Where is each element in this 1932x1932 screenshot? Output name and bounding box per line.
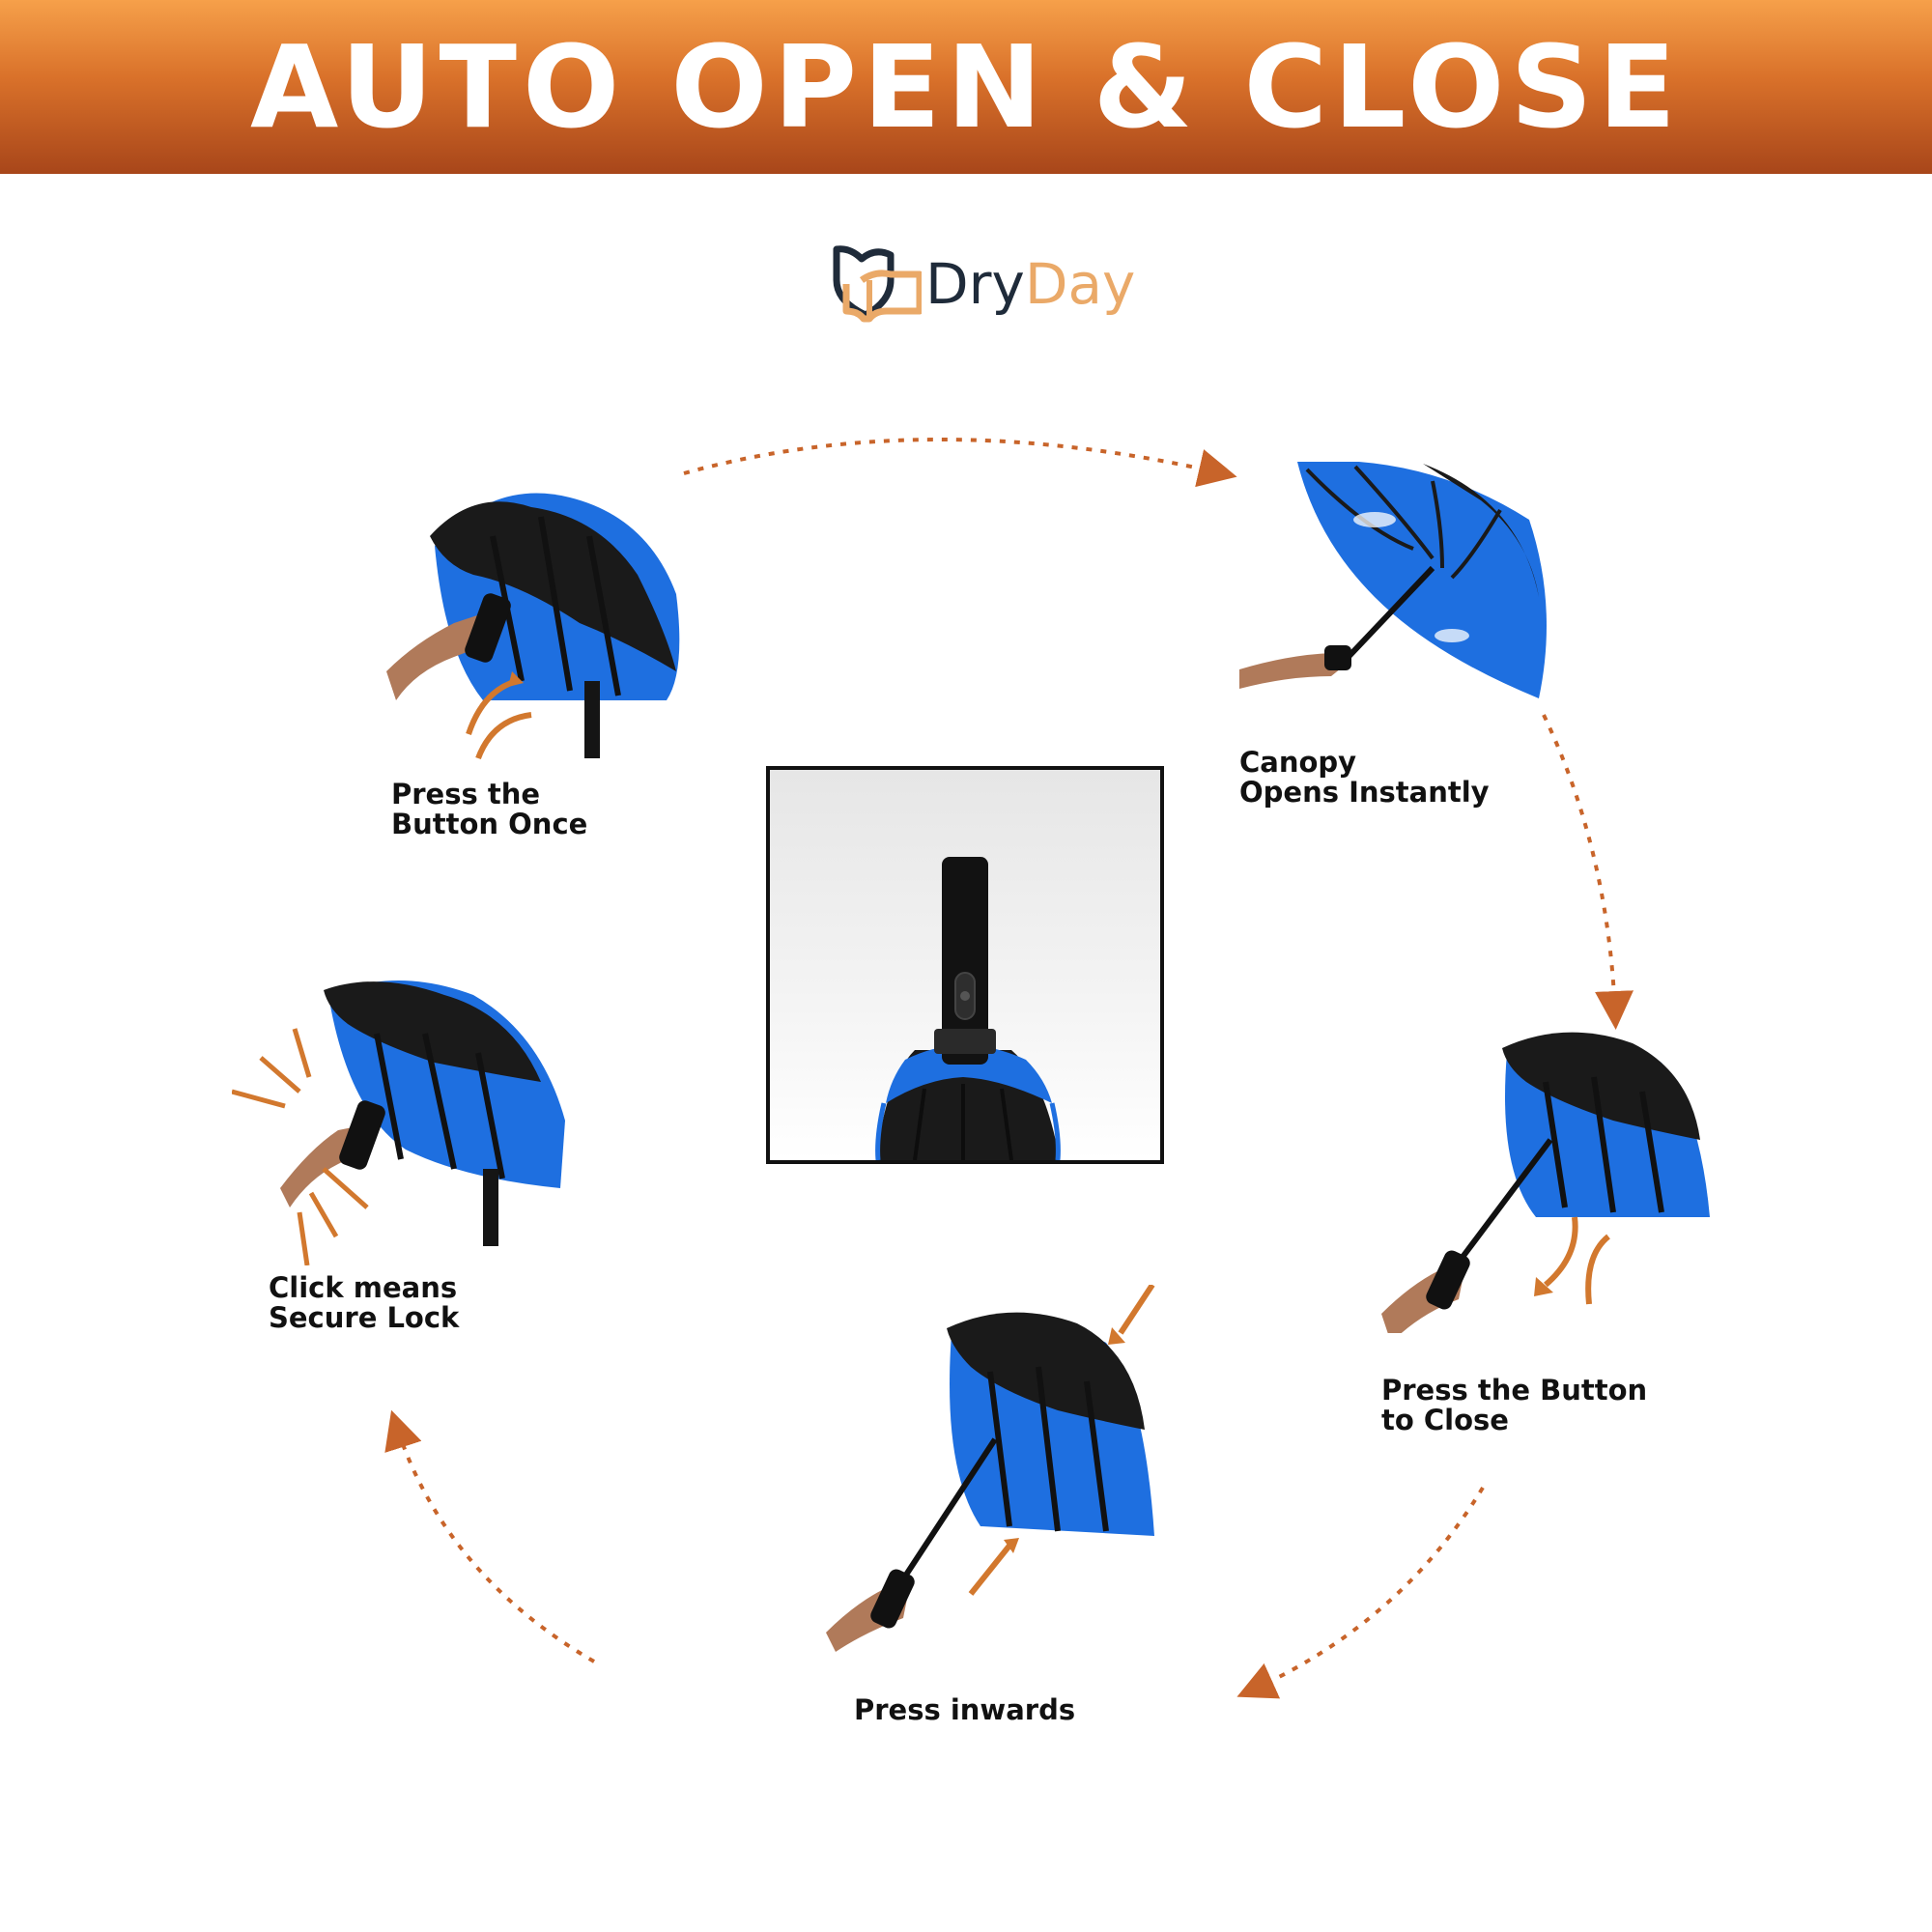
umbrella-handle-closeup-icon <box>875 857 1061 1160</box>
umbrella-press-inwards-icon <box>826 1285 1155 1652</box>
umbrella-open-icon <box>1239 462 1547 698</box>
umbrella-closing-icon <box>1381 1032 1710 1333</box>
flow-arrow-bottom-right <box>1236 1486 1485 1699</box>
step-press-inwards: Press inwards <box>826 1285 1174 1739</box>
brand-name-part1: Dry <box>925 251 1025 317</box>
shield-book-logo-icon <box>833 245 922 323</box>
caption-line2: to Close <box>1381 1404 1509 1436</box>
caption-line1: Press the <box>391 778 541 810</box>
flow-arrow-left <box>384 1409 596 1663</box>
brand-name: DryDay <box>925 255 1135 313</box>
caption-line2: Opens Instantly <box>1239 776 1490 809</box>
caption-line1: Click means <box>269 1271 458 1304</box>
brand-logo: DryDay <box>833 242 1142 328</box>
center-product-image <box>766 766 1164 1164</box>
step-caption-press-inwards: Press inwards <box>854 1695 1075 1725</box>
umbrella-click-lock-icon <box>232 980 565 1265</box>
umbrella-folded-press-icon <box>386 493 680 760</box>
caption-line1: Press the Button <box>1381 1374 1648 1406</box>
caption-line1: Canopy <box>1239 746 1357 779</box>
flow-arrow-top <box>683 438 1237 488</box>
brand-name-part2: Day <box>1024 251 1136 317</box>
banner-title: AUTO OPEN & CLOSE <box>249 20 1683 154</box>
flow-arrow-right <box>1542 714 1634 1030</box>
caption-line2: Secure Lock <box>269 1301 460 1334</box>
caption-line2: Button Once <box>391 808 588 840</box>
title-banner: AUTO OPEN & CLOSE <box>0 0 1932 174</box>
caption-line1: Press inwards <box>854 1693 1076 1726</box>
